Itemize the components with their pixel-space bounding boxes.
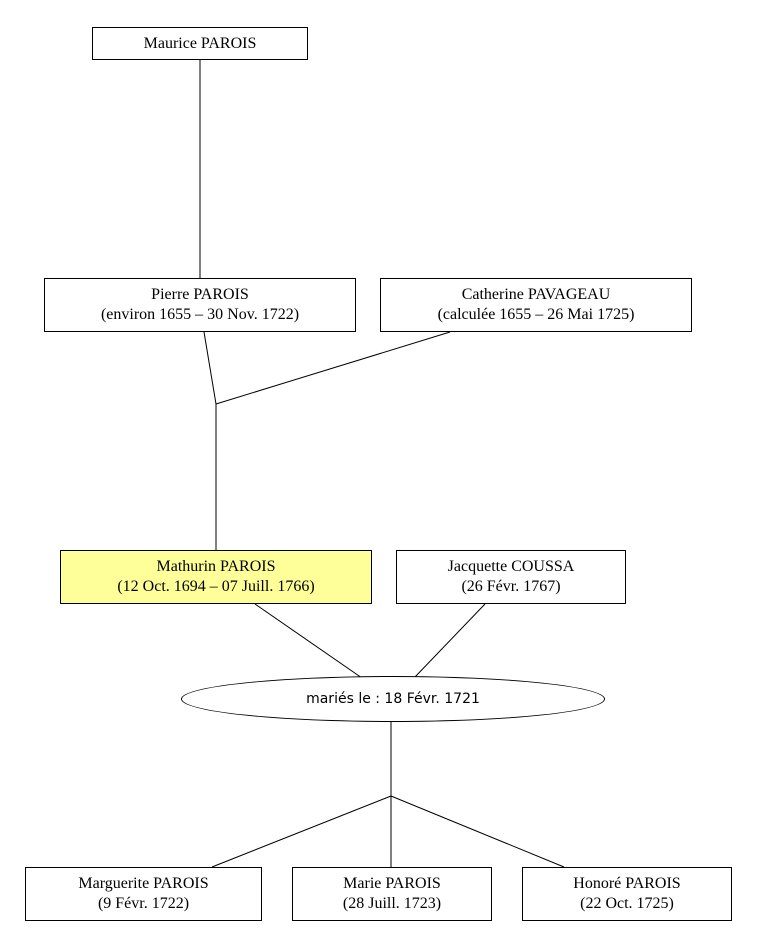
connector-pierre-union <box>203 331 217 405</box>
connector-mathurin-marriage <box>254 603 363 679</box>
person-box-marguerite-parois[interactable]: Marguerite PAROIS (9 Févr. 1722) <box>25 867 262 921</box>
person-box-pierre-parois[interactable]: Pierre PAROIS (environ 1655 – 30 Nov. 17… <box>44 278 356 332</box>
person-name: Honoré PAROIS <box>573 875 681 892</box>
marriage-label: mariés le : 18 Févr. 1721 <box>306 691 480 707</box>
person-dates: (12 Oct. 1694 – 07 Juill. 1766) <box>117 578 315 595</box>
person-name: Catherine PAVAGEAU <box>461 286 611 303</box>
person-name: Mathurin PAROIS <box>156 558 276 575</box>
connector-jacquette-marriage <box>413 603 486 679</box>
person-box-catherine-pavageau[interactable]: Catherine PAVAGEAU (calculée 1655 – 26 M… <box>380 278 692 332</box>
person-name: Marie PAROIS <box>343 875 441 892</box>
person-name: Marguerite PAROIS <box>78 875 209 892</box>
person-dates: (9 Févr. 1722) <box>97 895 190 912</box>
connector-catherine-union <box>215 331 451 405</box>
person-name: Pierre PAROIS <box>151 286 249 303</box>
person-dates: (26 Févr. 1767) <box>461 578 561 595</box>
person-name: Jacquette COUSSA <box>447 558 575 575</box>
person-dates: (28 Juill. 1723) <box>342 895 442 912</box>
person-dates: (environ 1655 – 30 Nov. 1722) <box>100 306 300 323</box>
person-box-maurice-parois[interactable]: Maurice PAROIS <box>92 27 308 60</box>
person-box-honore-parois[interactable]: Honoré PAROIS (22 Oct. 1725) <box>522 867 732 921</box>
person-box-marie-parois[interactable]: Marie PAROIS (28 Juill. 1723) <box>292 867 492 921</box>
person-box-mathurin-parois[interactable]: Mathurin PAROIS (12 Oct. 1694 – 07 Juill… <box>60 550 372 604</box>
person-name: Maurice PAROIS <box>143 34 257 52</box>
person-dates: (22 Oct. 1725) <box>580 895 674 912</box>
marriage-ellipse[interactable]: mariés le : 18 Févr. 1721 <box>181 676 605 722</box>
person-dates: (calculée 1655 – 26 Mai 1725) <box>437 306 635 323</box>
connector-children-marguerite <box>211 795 392 868</box>
connector-children-honore <box>390 795 565 868</box>
person-box-jacquette-coussa[interactable]: Jacquette COUSSA (26 Févr. 1767) <box>396 550 626 604</box>
